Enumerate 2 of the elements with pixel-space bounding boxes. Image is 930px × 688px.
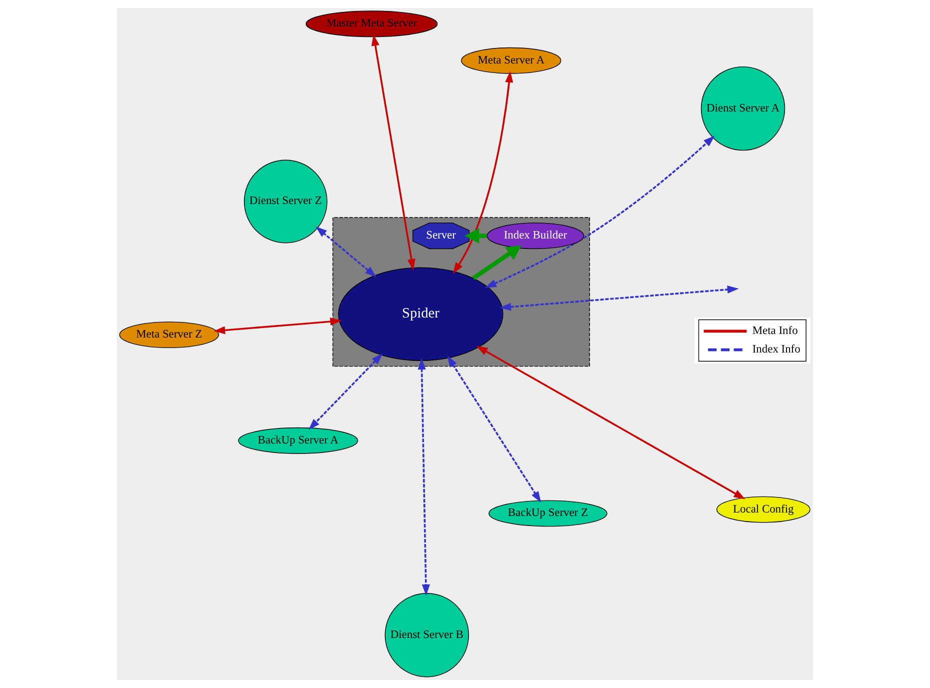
legend-label: Index Info — [752, 344, 800, 356]
legend-label: Meta Info — [752, 324, 798, 337]
